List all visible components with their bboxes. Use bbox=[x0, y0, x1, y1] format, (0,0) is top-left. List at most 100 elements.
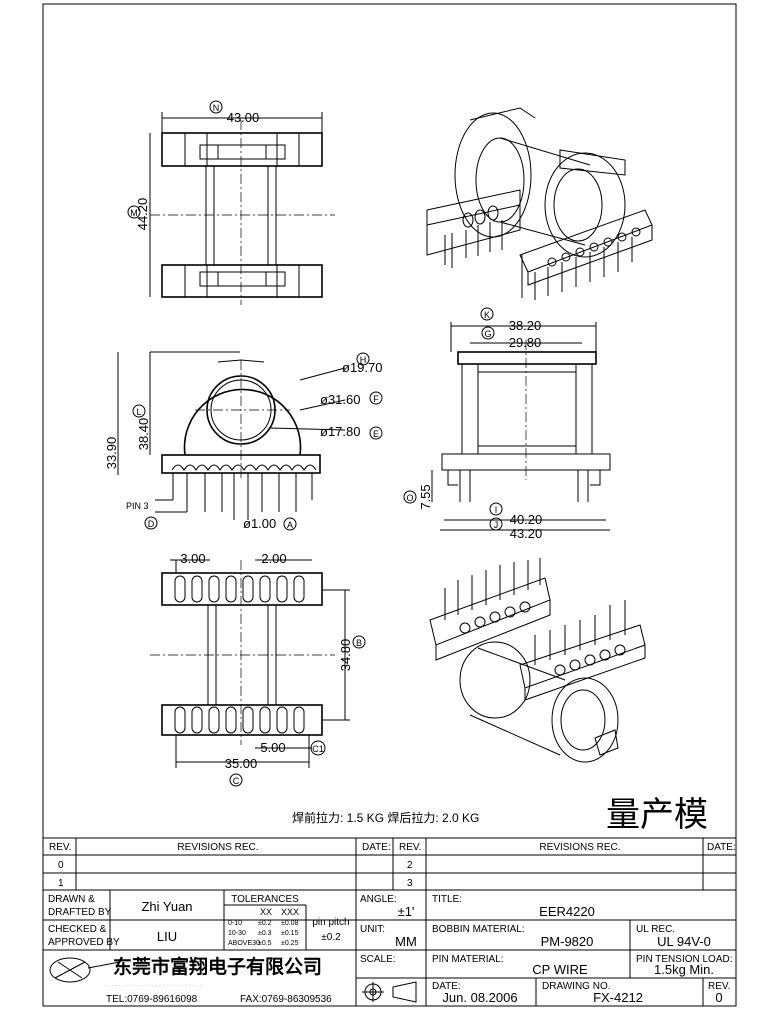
dim-top-height: 44.20 bbox=[135, 198, 150, 231]
tol-range-2: ABOVE30 bbox=[228, 940, 260, 947]
dim-tag-n bbox=[209, 100, 223, 114]
date-header-right: DATE: bbox=[707, 842, 736, 853]
dim-dia-e: ø17.80 bbox=[320, 424, 360, 439]
tol-range-0: 0-10 bbox=[228, 920, 242, 927]
title-label: TITLE: bbox=[432, 894, 462, 905]
bottom-pin-slots-top bbox=[174, 575, 305, 603]
side-view bbox=[431, 322, 611, 531]
pin-material-label: PIN MATERIAL: bbox=[432, 954, 504, 965]
pin-label: PIN 3 bbox=[126, 501, 149, 511]
tol-xxx-2: ±0.25 bbox=[281, 940, 299, 947]
drawing-no-value: FX-4212 bbox=[593, 990, 643, 1005]
company-address: · · · · · · · · · · · · · · · · · · · · … bbox=[104, 983, 201, 989]
dim-tag-d bbox=[144, 516, 158, 530]
dim-b: 34.80 bbox=[338, 639, 353, 672]
tol-range-1: 10-30 bbox=[228, 930, 246, 937]
dim-tag-k bbox=[480, 307, 494, 321]
date-header-left: DATE: bbox=[362, 842, 391, 853]
dim-tag-h-label: H bbox=[360, 355, 367, 365]
tolerances-label: TOLERANCES bbox=[231, 894, 299, 905]
tol-xx-2: ±0.5 bbox=[258, 940, 272, 947]
dim-tag-l bbox=[132, 404, 146, 418]
isometric-view-top bbox=[426, 107, 653, 300]
rev-header-left: REV. bbox=[49, 842, 71, 853]
dim-tag-f bbox=[369, 391, 383, 405]
tol-col-xxx: XXX bbox=[281, 907, 299, 917]
revisions-header-right: REVISIONS REC. bbox=[539, 842, 620, 853]
dim-tag-m bbox=[127, 205, 141, 219]
drawn-label-1: DRAWN & bbox=[48, 894, 95, 905]
pull-force-note: 焊前拉力: 1.5 KG 焊后拉力: 2.0 KG bbox=[292, 810, 479, 825]
dim-tag-n-label: N bbox=[213, 103, 220, 113]
rev-row-3: 3 bbox=[407, 878, 413, 889]
dim-tag-i-label: I bbox=[495, 505, 498, 515]
rev-row-0: 0 bbox=[58, 860, 64, 871]
date-label: DATE: bbox=[432, 981, 461, 992]
drawn-by: Zhi Yuan bbox=[141, 899, 192, 914]
drawn-label-2: DRAFTED BY bbox=[48, 907, 112, 918]
checked-label-2: APPROVED BY bbox=[48, 937, 120, 948]
dim-tag-c bbox=[229, 773, 243, 787]
dim-tag-d-label: D bbox=[148, 519, 155, 529]
dim-dia-h: ø19.70 bbox=[342, 360, 382, 375]
scale-label: SCALE: bbox=[360, 954, 396, 965]
dim-tag-h bbox=[356, 352, 370, 366]
dim-tag-a-label: A bbox=[287, 520, 293, 530]
unit-value: MM bbox=[395, 934, 417, 949]
bobbin-material-label: BOBBIN MATERIAL: bbox=[432, 924, 525, 935]
dim-tag-c1-label: C1 bbox=[312, 744, 324, 754]
dim-o: 7.55 bbox=[418, 484, 433, 509]
dim-tag-g bbox=[481, 326, 495, 340]
dim-tag-e bbox=[369, 426, 383, 440]
revisions-header-left: REVISIONS REC. bbox=[177, 842, 258, 853]
dim-tag-c-label: C bbox=[233, 776, 240, 786]
pin-pitch-label: pin pitch bbox=[312, 917, 349, 928]
dim-tag-g-label: G bbox=[484, 329, 491, 339]
dim-tag-o bbox=[403, 490, 417, 504]
dim-tag-e-label: E bbox=[373, 429, 379, 439]
projection-symbol bbox=[362, 981, 417, 1003]
rev-row-2: 2 bbox=[407, 860, 413, 871]
pin-tension-value: 1.5kg Min. bbox=[654, 962, 714, 977]
tol-xx-0: ±0.2 bbox=[258, 920, 272, 927]
dim-2: 2.00 bbox=[261, 551, 286, 566]
date-value: Jun. 08.2006 bbox=[442, 990, 517, 1005]
dim-pin-dia: ø1.00 bbox=[243, 516, 276, 531]
dim-overall-height: 33.90 bbox=[104, 437, 119, 470]
rev-value: 0 bbox=[715, 990, 722, 1005]
title-value: EER4220 bbox=[539, 904, 595, 919]
angle-value: ±1' bbox=[398, 904, 415, 919]
dim-tag-c1 bbox=[310, 740, 326, 756]
dim-tag-k-label: K bbox=[484, 310, 490, 320]
dim-tag-i bbox=[489, 502, 503, 516]
dim-35: 35.00 bbox=[225, 756, 258, 771]
dim-j: 43.20 bbox=[510, 526, 543, 541]
dim-k: 38.20 bbox=[509, 318, 542, 333]
front-view bbox=[117, 351, 346, 520]
company-fax: FAX:0769-86309536 bbox=[240, 994, 332, 1005]
company-name: 东莞市富翔电子有限公司 bbox=[113, 955, 322, 978]
tol-xx-1: ±0.3 bbox=[258, 930, 272, 937]
title-block bbox=[43, 837, 736, 1007]
rev-label: REV. bbox=[708, 981, 730, 992]
dim-tag-b bbox=[352, 635, 366, 649]
bottom-view bbox=[150, 559, 350, 768]
dim-tag-f-label: F bbox=[373, 394, 379, 404]
rev-row-1: 1 bbox=[58, 878, 64, 889]
dim-l: 38.40 bbox=[136, 418, 151, 451]
drawing-no-label: DRAWING NO. bbox=[542, 981, 611, 992]
company-tel: TEL:0769-89616098 bbox=[106, 994, 198, 1005]
dim-top-width: 43.00 bbox=[227, 110, 260, 125]
unit-label: UNIT: bbox=[360, 924, 385, 935]
tol-col-xx: XX bbox=[260, 907, 272, 917]
dim-tag-b-label: B bbox=[356, 638, 362, 648]
checked-label-1: CHECKED & bbox=[48, 924, 107, 935]
pin-pitch: ±0.2 bbox=[321, 932, 341, 943]
bottom-pin-slots-bottom bbox=[174, 706, 305, 734]
ul-rec-label: UL REC. bbox=[636, 924, 675, 935]
ul-rec-value: UL 94V-0 bbox=[657, 934, 711, 949]
company-logo-icon bbox=[49, 957, 121, 983]
production-status: 量产模 bbox=[606, 795, 708, 835]
dim-dia-f: ø31.60 bbox=[320, 392, 360, 407]
